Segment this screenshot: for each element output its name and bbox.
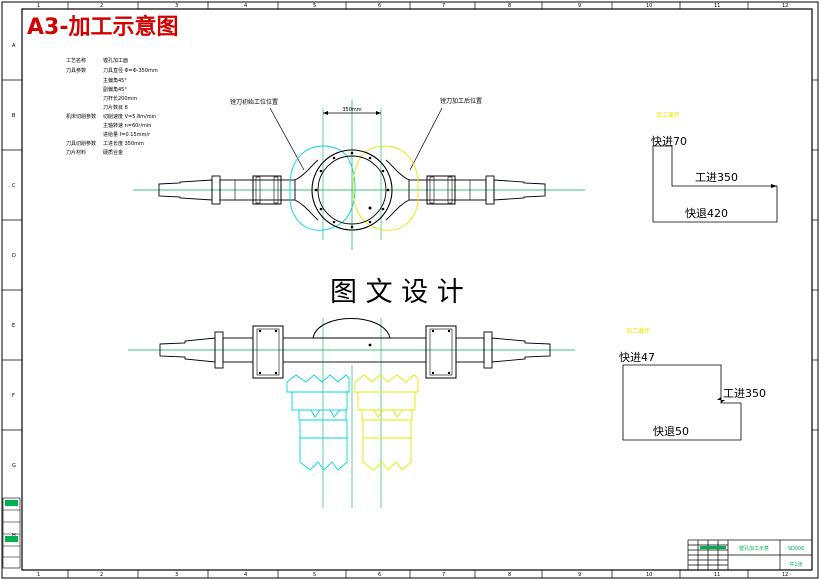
title-block: [687, 539, 813, 571]
grid-col-4: 4: [244, 3, 247, 9]
grid-col-12: 12: [782, 3, 788, 9]
param-value: 硬质合金: [103, 149, 123, 156]
sheet-inner-frame: [21, 8, 813, 571]
param-value: 副偏角45°: [103, 86, 127, 93]
param-key: 刀片材料: [66, 149, 86, 156]
param-value: 镗孔加工面: [103, 57, 128, 64]
grid-col-8: 8: [508, 3, 511, 9]
cycle2-header: 加工循环: [626, 327, 650, 335]
grid-column-labels-bottom: 1 2 3 4 5 6 7 8 9 10 11 12: [37, 572, 788, 578]
grid-row-f: F: [12, 393, 15, 399]
title-block-sheet: 共1张: [789, 561, 802, 568]
grid-col-11-bottom: 11: [714, 572, 720, 578]
grid-row-g: G: [12, 463, 16, 469]
param-value: 主轴转速 n=60r/min: [103, 122, 151, 129]
grid-col-3: 3: [175, 3, 178, 9]
tool-final-outline: [352, 145, 419, 231]
grid-col-4-bottom: 4: [244, 572, 247, 578]
callout-initial-position: 镗刀初始工位位置: [230, 98, 278, 106]
cycle1-arrow: [771, 184, 777, 188]
grid-col-8-bottom: 8: [508, 572, 511, 578]
param-value: 主偏角45°: [103, 77, 127, 84]
grid-col-10-bottom: 10: [646, 572, 652, 578]
cycle2-rapid-out: 快退50: [653, 425, 689, 438]
cycle2-path: [622, 364, 742, 441]
grid-col-9: 9: [578, 3, 581, 9]
grid-col-6-bottom: 6: [378, 572, 381, 578]
top-view: 350mm 镗刀初始工位位置 镗刀加工后位置: [133, 97, 585, 250]
tool-initial-outline: [289, 145, 356, 231]
grid-row-e: E: [12, 323, 15, 329]
axle-housing-banjo: [294, 159, 410, 221]
callout-final-position: 镗刀加工后位置: [440, 97, 482, 105]
callout-leader-left: [269, 107, 305, 171]
cycle2-arrow: [717, 397, 725, 403]
housing-outer-ring: [311, 149, 393, 231]
grid-col-1-bottom: 1: [37, 572, 40, 578]
title-block-name: 镗孔加工示意: [739, 545, 769, 552]
bottom-left-seat: [252, 325, 284, 379]
param-value: 刀具直径 Φ=Φ-350mm: [103, 67, 158, 74]
housing-inner-ring: [317, 155, 387, 225]
param-value: 工进长度 350mm: [103, 140, 144, 147]
grid-row-c: C: [12, 183, 16, 189]
grid-col-9-bottom: 9: [578, 572, 581, 578]
cycle-diagram-2: 加工循环 快进47 工进350 快退50: [619, 327, 766, 441]
grid-col-2: 2: [100, 3, 103, 9]
grid-col-6: 6: [378, 3, 381, 9]
revision-strip: [2, 497, 21, 569]
cycle-diagram-1: 加工循环 快进70 工进350 快退420: [651, 111, 778, 223]
grid-col-2-bottom: 2: [100, 572, 103, 578]
right-tube: [408, 179, 487, 201]
boring-tool-final: [354, 374, 419, 471]
cycle2-rapid-in: 快进47: [619, 351, 655, 364]
grid-row-labels: A B C D E F G H: [12, 43, 16, 539]
param-key: 机床切削参数: [66, 113, 96, 120]
grid-col-5: 5: [313, 3, 316, 9]
grid-col-1: 1: [37, 3, 40, 9]
dimension-arrow-left: [323, 111, 328, 115]
grid-col-5-bottom: 5: [313, 572, 316, 578]
param-value: 刀片数目 8: [103, 104, 128, 111]
param-key: 工艺名称: [66, 57, 86, 64]
title-block-code: SD006: [788, 546, 805, 552]
grid-col-3-bottom: 3: [175, 572, 178, 578]
grid-row-a: A: [12, 43, 16, 49]
watermark-text: 图 文 设 计: [330, 277, 464, 308]
bottom-right-spindle: [491, 337, 551, 363]
bottom-right-seat: [425, 325, 457, 379]
right-spring-seat: [426, 175, 456, 205]
housing-bolt-circle: [314, 151, 390, 229]
cycle2-feed: 工进350: [723, 387, 766, 400]
grid-col-7-bottom: 7: [442, 572, 445, 578]
bottom-housing-dome: [312, 318, 391, 339]
grid-row-b: B: [12, 113, 16, 119]
dimension-label: 350mm: [342, 107, 361, 113]
grid-column-labels: 1 2 3 4 5 6 7 8 9 10 11 12: [37, 3, 788, 9]
cycle1-header: 加工循环: [656, 111, 680, 119]
param-value: 刀杆长200mm: [103, 95, 137, 102]
grid-col-10: 10: [646, 3, 652, 9]
cycle1-feed: 工进350: [695, 171, 738, 184]
cycle1-rapid-in: 快进70: [651, 135, 687, 148]
drawing-title: A3-加工示意图: [27, 14, 178, 40]
bottom-view: [128, 318, 575, 508]
callout-leader-right: [409, 107, 443, 171]
param-key: 刀具切削参数: [66, 140, 96, 147]
param-key: 刀具参数: [66, 67, 86, 74]
left-spring-seat: [252, 175, 282, 205]
param-value: 进给量 f=0.15mm/r: [103, 131, 151, 138]
grid-col-12-bottom: 12: [782, 572, 788, 578]
grid-col-11: 11: [714, 3, 720, 9]
grid-col-7: 7: [442, 3, 445, 9]
left-tube: [219, 179, 296, 201]
dimension-arrow-right: [376, 111, 381, 115]
cycle1-rapid-out: 快退420: [685, 207, 728, 220]
boring-tool-initial: [286, 374, 350, 471]
param-value: 切削速度 V=5.8m/min: [103, 113, 156, 120]
grid-row-d: D: [12, 253, 16, 259]
parameter-list: 工艺名称 镗孔加工面 刀具参数 刀具直径 Φ=Φ-350mm 主偏角45° 副偏…: [66, 57, 158, 156]
